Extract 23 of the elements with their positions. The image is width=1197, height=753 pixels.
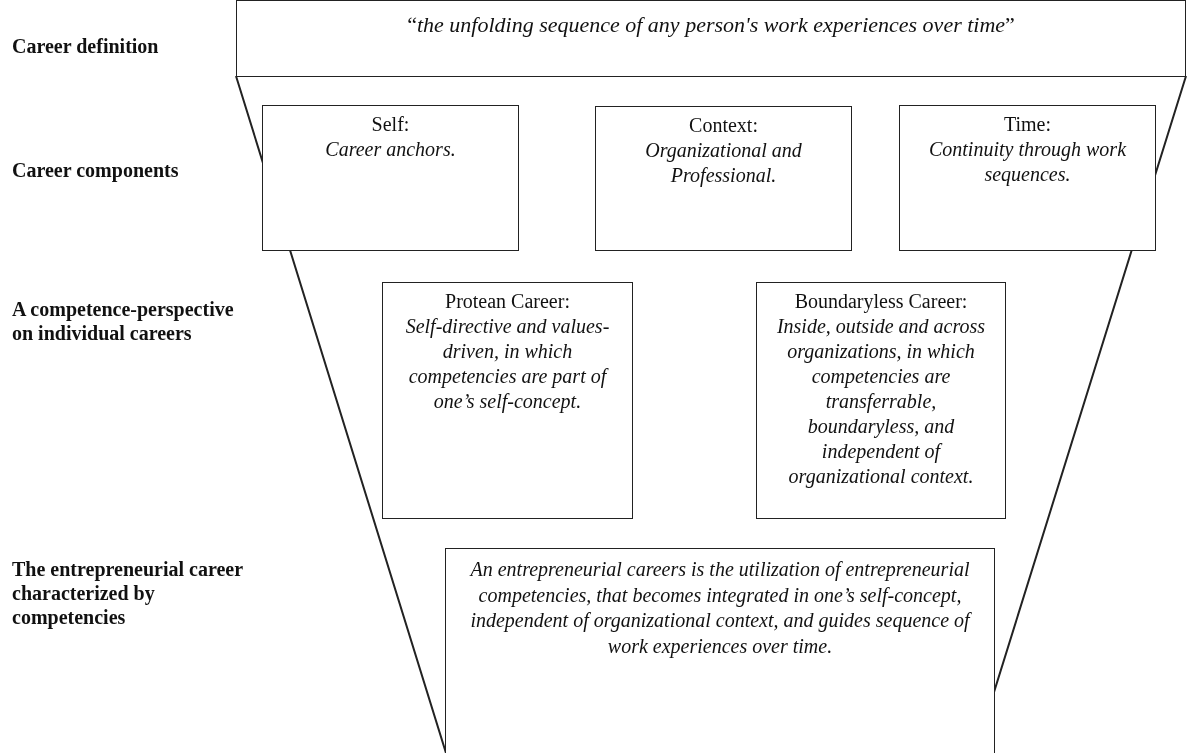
box-text: An entrepreneurial careers is the utilization of entrepreneurial competencies, that becomes integrated in one’s self-concept, independent of organizational context, and guides sequence of work experiences over time.: [468, 557, 973, 659]
text-box: [262, 105, 519, 251]
row-label: Career components: [12, 158, 180, 182]
row-label: The entrepreneurial career characterized by competencies: [12, 557, 244, 629]
box-heading: Context:: [688, 113, 759, 138]
quote-text: “the unfolding sequence of any person's work experiences over time”: [406, 11, 1016, 39]
text-box: [382, 282, 633, 519]
text-box: [756, 282, 1006, 519]
box-heading: Protean Career:: [444, 289, 571, 314]
box-heading: Boundaryless Career:: [793, 289, 969, 314]
text-box: [595, 106, 852, 251]
box-text: Continuity through work sequences.: [927, 137, 1128, 187]
row-label: A competence-perspective on individual careers: [12, 297, 235, 345]
box-text: Career anchors.: [324, 137, 457, 162]
box-text: Self-directive and values-driven, in which competencies are part of one’s self-concept.: [404, 314, 611, 414]
definition-box: [236, 0, 1186, 77]
text-box: [445, 548, 995, 753]
box-heading: Time:: [1002, 112, 1053, 137]
row-label: Career definition: [12, 34, 160, 58]
box-heading: Self:: [370, 112, 411, 137]
box-text: Organizational and Professional.: [644, 138, 803, 188]
box-text: Inside, outside and across organizations, in which competencies are transferrable, boundaryless, and independent of organizational context.: [775, 314, 987, 489]
text-box: [899, 105, 1156, 251]
